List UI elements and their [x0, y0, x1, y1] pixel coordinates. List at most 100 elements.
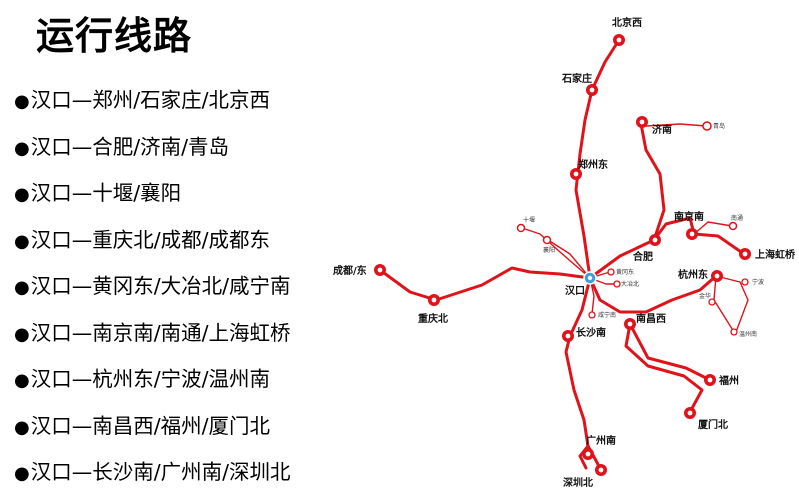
line-qingdao [645, 123, 707, 127]
station-xianningnan [588, 311, 596, 319]
bullet-icon: ● [14, 91, 30, 112]
station-jinhua [708, 298, 716, 306]
bullet-icon: ● [14, 463, 30, 484]
label-shenzhenbei: 深圳北 [563, 476, 593, 489]
station-ningbo [741, 278, 749, 286]
station-dot [431, 297, 437, 303]
label-xiamenbei: 厦门北 [698, 418, 728, 431]
bullet-icon: ● [14, 370, 30, 391]
station-markers [374, 34, 751, 476]
line-chengdu [378, 266, 592, 302]
label-dayebei: 大冶北 [621, 280, 639, 288]
label-shanghaihongqiao: 上海虹桥 [755, 248, 796, 261]
station-dot [742, 251, 748, 257]
route-label: 汉口—合肥/济南/青岛 [30, 134, 230, 159]
station-labels: 北京西 石家庄 郑州东 济南 青岛 南京南 南通 上海虹桥 合肥 十堰 襄阳 成… [333, 16, 796, 489]
route-label: 汉口—南昌西/福州/厦门北 [30, 413, 271, 438]
station-dot [573, 171, 579, 177]
label-shiyan: 十堰 [523, 216, 535, 224]
line-shiyan [521, 227, 591, 279]
route-label: 汉口—南京南/南通/上海虹桥 [30, 320, 291, 345]
line-hangzhou [588, 274, 718, 314]
label-ningbo: 宁波 [752, 278, 764, 286]
station-dot [687, 410, 693, 416]
route-item: ●汉口—重庆北/成都/成都东 [14, 222, 291, 269]
station-dot [589, 87, 595, 93]
label-wenzhounan: 温州南 [739, 330, 757, 338]
station-shiyan [516, 223, 526, 233]
route-item: ●汉口—长沙南/广州南/深圳北 [14, 454, 291, 501]
line-nantong [693, 221, 733, 235]
route-label: 汉口—十堰/襄阳 [30, 181, 182, 205]
label-changshanan: 长沙南 [576, 326, 606, 339]
station-dot [627, 321, 633, 327]
label-hankou: 汉口 [565, 284, 585, 297]
route-lines [378, 38, 749, 470]
label-xianningnan: 咸宁南 [598, 311, 616, 319]
line-ningbo [715, 275, 749, 333]
route-item: ●汉口—南京南/南通/上海虹桥 [14, 315, 291, 362]
station-dot [639, 119, 645, 125]
station-dot [565, 333, 571, 339]
line-shanghai [652, 216, 746, 256]
label-hefei: 合肥 [632, 250, 653, 263]
route-label: 汉口—长沙南/广州南/深圳北 [30, 460, 291, 484]
station-huanggangdong [607, 268, 615, 276]
bullet-icon: ● [14, 230, 30, 252]
route-label: 汉口—郑州/石家庄/北京西 [30, 88, 271, 112]
line-wenzhou [713, 275, 735, 333]
station-dot [689, 231, 695, 237]
route-item: ●汉口—合肥/济南/青岛 [14, 129, 291, 176]
station-dot [652, 237, 658, 243]
label-chengdu: 成都/东 [333, 264, 367, 277]
label-fuzhou: 福州 [718, 374, 739, 387]
bullet-icon: ● [14, 416, 30, 438]
label-zhengzhoudong: 郑州东 [578, 158, 608, 171]
label-beijingxi: 北京西 [612, 16, 642, 29]
line-xiangyang [547, 239, 591, 279]
label-nantong: 南通 [731, 214, 743, 222]
route-item: ●汉口—十堰/襄阳 [14, 175, 291, 222]
label-nanchangxi: 南昌西 [636, 312, 666, 325]
hub-dot [587, 275, 593, 281]
station-qingdao [702, 121, 712, 131]
bullet-icon: ● [14, 323, 30, 345]
label-shijiazhuang: 石家庄 [561, 72, 592, 85]
station-dayebei [613, 280, 621, 288]
route-label: 汉口—杭州东/宁波/温州南 [30, 367, 271, 391]
label-hangzhoudong: 杭州东 [678, 268, 708, 281]
bullet-icon: ● [14, 277, 30, 298]
station-xiangyang [542, 235, 552, 245]
station-dot [598, 467, 604, 473]
label-jinhua: 金华 [699, 292, 711, 300]
route-label: 汉口—黄冈东/大冶北/咸宁南 [30, 274, 291, 298]
label-qingdao: 青岛 [713, 122, 725, 130]
label-nanjingnan: 南京南 [674, 210, 704, 223]
route-item: ●汉口—杭州东/宁波/温州南 [14, 361, 291, 408]
line-beijing [574, 38, 621, 280]
line-fuzhou [628, 322, 712, 382]
station-dot [707, 377, 713, 383]
station-dot [714, 273, 720, 279]
label-xiangyang: 襄阳 [543, 246, 555, 254]
label-jinan: 济南 [652, 123, 672, 136]
bullet-icon: ● [14, 137, 30, 159]
station-dot [616, 37, 622, 43]
station-dot [585, 451, 591, 457]
route-item: ●汉口—黄冈东/大冶北/咸宁南 [14, 268, 291, 315]
station-wenzhounan [730, 328, 738, 336]
route-item: ●汉口—郑州/石家庄/北京西 [14, 82, 291, 129]
route-label: 汉口—重庆北/成都/成都东 [30, 227, 271, 252]
page-title: 运行线路 [36, 14, 193, 58]
station-dot [377, 267, 383, 273]
line-jinan [588, 122, 666, 280]
station-nantong [728, 221, 738, 231]
label-guangzhounan: 广州南 [586, 434, 616, 447]
label-huanggangdong: 黄冈东 [616, 268, 634, 276]
label-chongqingbei: 重庆北 [418, 312, 448, 325]
line-xiamen [624, 322, 704, 414]
route-item: ●汉口—南昌西/福州/厦门北 [14, 408, 291, 455]
route-list: ●汉口—郑州/石家庄/北京西 ●汉口—合肥/济南/青岛 ●汉口—十堰/襄阳 ●汉… [14, 82, 291, 501]
bullet-icon: ● [14, 184, 30, 205]
